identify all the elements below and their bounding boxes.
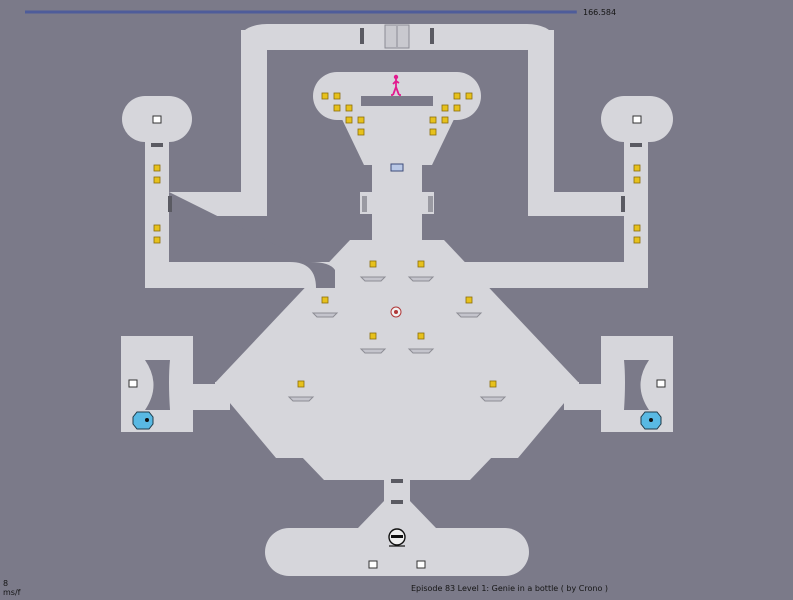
gold-icon (321, 296, 329, 304)
door (428, 196, 433, 212)
gold-icon (417, 260, 425, 268)
inner-corner-tl (267, 50, 280, 62)
platform (407, 276, 435, 282)
doors (151, 28, 642, 504)
gold-icon (345, 104, 353, 112)
right-gap-bottom (561, 410, 601, 432)
door (362, 196, 367, 212)
left-tube (241, 30, 267, 202)
platform (479, 396, 507, 402)
switch-icon (656, 379, 666, 388)
switch-icon (416, 560, 426, 569)
left-gap-bottom (193, 410, 233, 432)
left-arm-floor (145, 262, 335, 288)
door (391, 479, 403, 483)
gold-icon (357, 116, 365, 124)
level-floor (121, 24, 673, 576)
gold-layer (153, 92, 641, 388)
left-column (145, 140, 169, 288)
turret-icon (390, 306, 402, 318)
gold-icon (333, 92, 341, 100)
gold-icon (633, 164, 641, 172)
platform (287, 396, 315, 402)
gold-icon (465, 296, 473, 304)
right-tube-link (528, 192, 626, 216)
door (360, 28, 364, 44)
gold-icon (489, 380, 497, 388)
right-connector (564, 382, 604, 412)
platform (359, 348, 387, 354)
gold-icon (153, 164, 161, 172)
platform (455, 312, 483, 318)
floor-guard-icon (388, 528, 406, 547)
inner-corners (267, 50, 528, 62)
exit-door (384, 24, 410, 49)
door (430, 28, 434, 44)
left-connector (190, 382, 230, 412)
right-column (624, 140, 648, 288)
right-arm-floor (458, 262, 648, 288)
top-platform (361, 96, 433, 106)
door (630, 143, 642, 147)
gold-icon (465, 92, 473, 100)
door (168, 196, 172, 212)
right-gap-top (579, 336, 601, 384)
zap-drone-left (132, 411, 154, 430)
frame-time-unit: ms/f (3, 588, 21, 597)
switch-icon (632, 115, 642, 124)
gold-icon (345, 116, 353, 124)
switch-icon (368, 560, 378, 569)
inner-corner-tr (515, 50, 528, 62)
left-gap-top (193, 336, 215, 384)
platform (311, 312, 339, 318)
gold-icon (357, 128, 365, 136)
level-title: Episode 83 Level 1: Genie in a bottle ( … (411, 584, 609, 593)
gold-icon (153, 224, 161, 232)
switch-icon (152, 115, 162, 124)
door (391, 500, 403, 504)
launch-pad-icon (390, 163, 404, 172)
switch-icon (128, 379, 138, 388)
gold-icon (333, 104, 341, 112)
gold-icon (417, 332, 425, 340)
gold-icon (633, 236, 641, 244)
gold-icon (429, 128, 437, 136)
gold-icon (153, 236, 161, 244)
gold-icon (429, 116, 437, 124)
ninja-player (391, 74, 401, 96)
gold-icon (633, 224, 641, 232)
right-notch (624, 360, 649, 410)
gold-icon (441, 104, 449, 112)
gold-icon (441, 116, 449, 124)
platforms (287, 276, 507, 402)
wall-cutouts (145, 96, 649, 432)
door (151, 143, 163, 147)
gold-icon (321, 92, 329, 100)
bottom-room (265, 528, 529, 576)
gold-icon (369, 332, 377, 340)
gold-icon (369, 260, 377, 268)
time-remaining: 166.584 (583, 8, 617, 17)
gold-icon (453, 92, 461, 100)
bottom-funnel (358, 500, 436, 528)
door (621, 196, 625, 212)
neck-ledges (360, 192, 434, 214)
platform (407, 348, 435, 354)
gold-icon (153, 176, 161, 184)
bottle-neck (340, 115, 456, 165)
main-body (214, 240, 580, 458)
frame-time-value: 8 (3, 579, 9, 588)
zap-drone-right (640, 411, 662, 430)
right-tube (528, 30, 554, 202)
body-base (276, 430, 518, 480)
door-switches (128, 115, 666, 569)
left-notch (145, 360, 170, 410)
left-arm-corner (169, 192, 335, 288)
gold-icon (297, 380, 305, 388)
gold-icon (633, 176, 641, 184)
platform (359, 276, 387, 282)
gold-icon (453, 104, 461, 112)
